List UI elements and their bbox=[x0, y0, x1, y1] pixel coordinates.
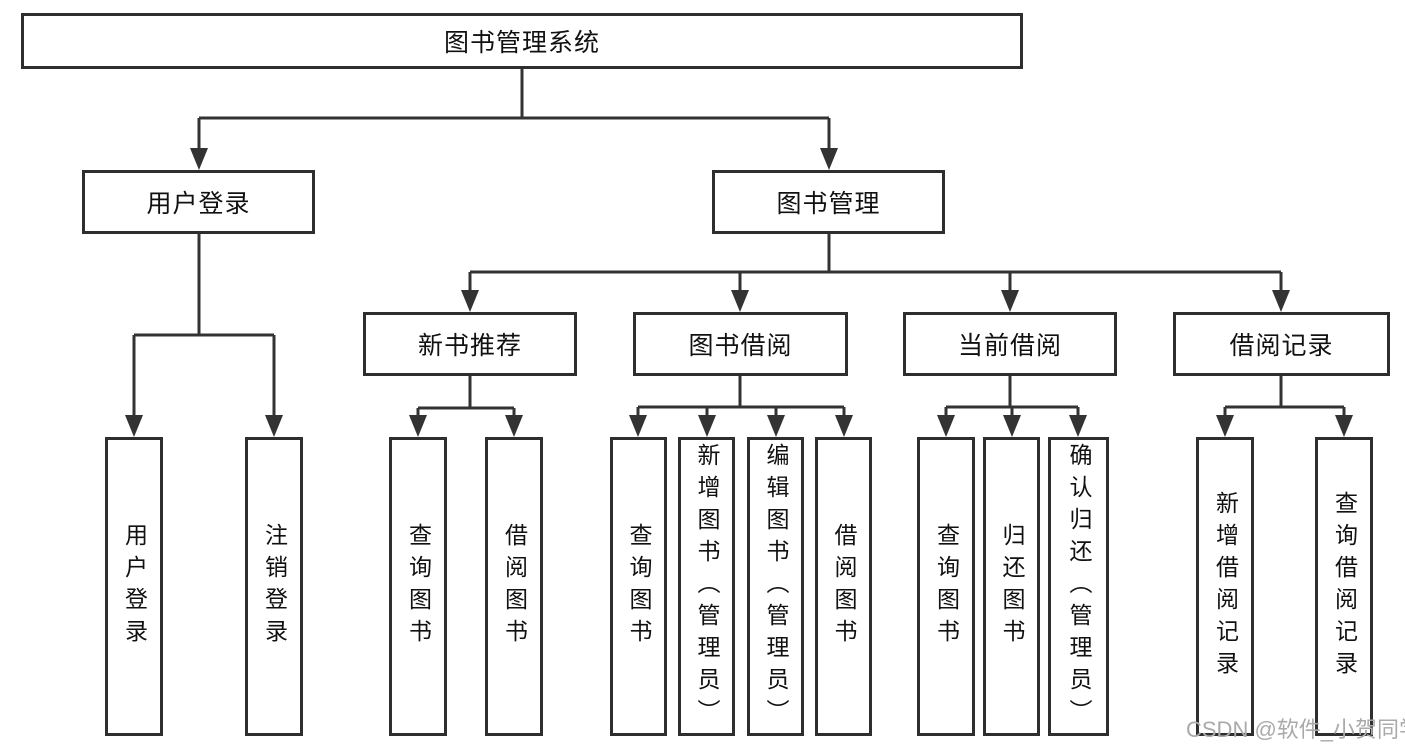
node-root: 图书管理系统 bbox=[21, 13, 1023, 69]
node-confirm-return-admin: 确认归还（管理员） bbox=[1048, 437, 1109, 736]
node-borrowing-query-book: 查询图书 bbox=[610, 437, 667, 736]
node-current-query-book: 查询图书 bbox=[917, 437, 975, 736]
watermark-text: CSDN @软件_小贺同学 bbox=[1186, 717, 1405, 742]
node-add-book-admin: 新增图书（管理员） bbox=[678, 437, 735, 736]
node-logout: 注销登录 bbox=[245, 437, 303, 736]
node-new-book-recommend: 新书推荐 bbox=[363, 312, 577, 376]
node-book-management-label: 图书管理 bbox=[776, 190, 881, 218]
node-user-login: 用户登录 bbox=[82, 170, 315, 234]
node-recommend-query-book: 查询图书 bbox=[389, 437, 447, 736]
node-recommend-query-book-label: 查询图书 bbox=[405, 522, 432, 651]
node-add-borrow-record-label: 新增借阅记录 bbox=[1212, 490, 1239, 683]
node-confirm-return-admin-label: 确认归还（管理员） bbox=[1066, 442, 1092, 731]
node-book-borrowing: 图书借阅 bbox=[633, 312, 848, 376]
node-user-login-leaf: 用户登录 bbox=[105, 437, 163, 736]
node-borrowing-borrow-book-label: 借阅图书 bbox=[831, 522, 857, 651]
node-current-borrowing: 当前借阅 bbox=[903, 312, 1117, 376]
node-add-book-admin-label: 新增图书（管理员） bbox=[694, 442, 720, 731]
node-add-borrow-record: 新增借阅记录 bbox=[1196, 437, 1254, 736]
node-book-management: 图书管理 bbox=[712, 170, 945, 234]
node-borrowing-borrow-book: 借阅图书 bbox=[815, 437, 872, 736]
node-current-borrowing-label: 当前借阅 bbox=[957, 332, 1062, 360]
node-book-borrowing-label: 图书借阅 bbox=[688, 332, 793, 360]
node-edit-book-admin-label: 编辑图书（管理员） bbox=[763, 442, 789, 731]
node-edit-book-admin: 编辑图书（管理员） bbox=[747, 437, 804, 736]
node-return-book: 归还图书 bbox=[983, 437, 1040, 736]
node-borrowing-query-book-label: 查询图书 bbox=[626, 522, 652, 651]
node-borrowing-records: 借阅记录 bbox=[1173, 312, 1390, 376]
node-root-label: 图书管理系统 bbox=[443, 29, 600, 57]
node-logout-label: 注销登录 bbox=[261, 522, 288, 651]
node-current-query-book-label: 查询图书 bbox=[933, 522, 960, 651]
node-recommend-borrow-book: 借阅图书 bbox=[485, 437, 543, 736]
node-borrowing-records-label: 借阅记录 bbox=[1229, 332, 1334, 360]
node-recommend-borrow-book-label: 借阅图书 bbox=[501, 522, 528, 651]
node-query-borrow-record: 查询借阅记录 bbox=[1315, 437, 1373, 736]
node-query-borrow-record-label: 查询借阅记录 bbox=[1331, 490, 1358, 683]
node-new-book-recommend-label: 新书推荐 bbox=[417, 332, 522, 360]
node-return-book-label: 归还图书 bbox=[999, 522, 1025, 651]
node-user-login-label: 用户登录 bbox=[146, 190, 251, 218]
node-user-login-leaf-label: 用户登录 bbox=[121, 522, 148, 651]
